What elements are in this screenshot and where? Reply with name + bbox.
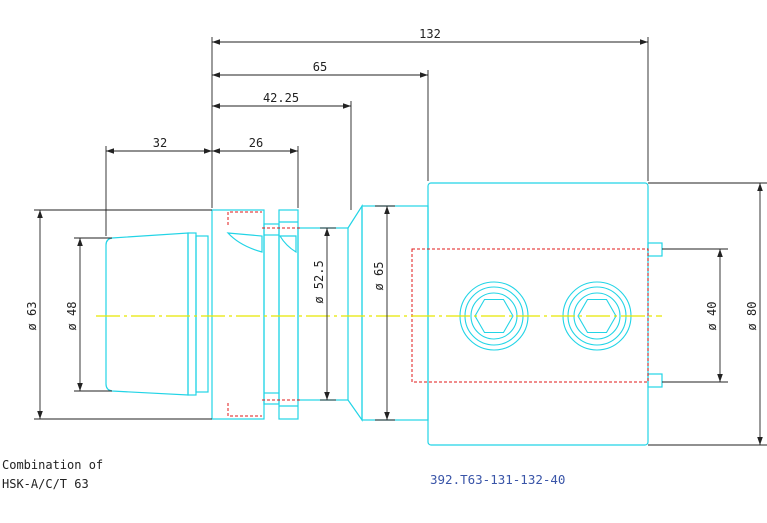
cone-section: [347, 203, 363, 422]
side-pin-top: [647, 242, 663, 257]
side-pin-bottom: [647, 373, 663, 388]
dimension-lines: [34, 37, 767, 446]
orientation-notch: [226, 232, 263, 253]
combination-note-line1: Combination of: [2, 458, 103, 472]
neck-section: [297, 227, 349, 401]
hidden-lines: [227, 211, 649, 417]
dimension-labels: 132 65 42.25 32 26 ø 63 ø 48 ø 52.5 ø 65…: [25, 27, 759, 330]
dim-132-label: 132: [419, 27, 441, 41]
dim-26-label: 26: [249, 136, 263, 150]
v-groove-ring: [263, 223, 280, 405]
shank-collar: [187, 232, 197, 396]
dim-dia-63-label: ø 63: [25, 302, 39, 331]
dim-dia-40-label: ø 40: [705, 302, 719, 331]
dim-32-label: 32: [153, 136, 167, 150]
dim-dia-52-5-label: ø 52.5: [312, 260, 326, 303]
part-number: 392.T63-131-132-40: [430, 472, 565, 487]
dim-dia-65-label: ø 65: [372, 262, 386, 291]
shank-ring: [195, 235, 209, 393]
dim-dia-80-label: ø 80: [745, 302, 759, 331]
dim-dia-48-label: ø 48: [65, 302, 79, 331]
part-outline: [105, 182, 663, 446]
hsk-taper-shank: [105, 232, 189, 396]
dim-65-label: 65: [313, 60, 327, 74]
flange-right: [278, 209, 299, 420]
dia-65-section: [361, 205, 429, 421]
dim-42-25-label: 42.25: [263, 91, 299, 105]
combination-note-line2: HSK-A/C/T 63: [2, 477, 89, 491]
